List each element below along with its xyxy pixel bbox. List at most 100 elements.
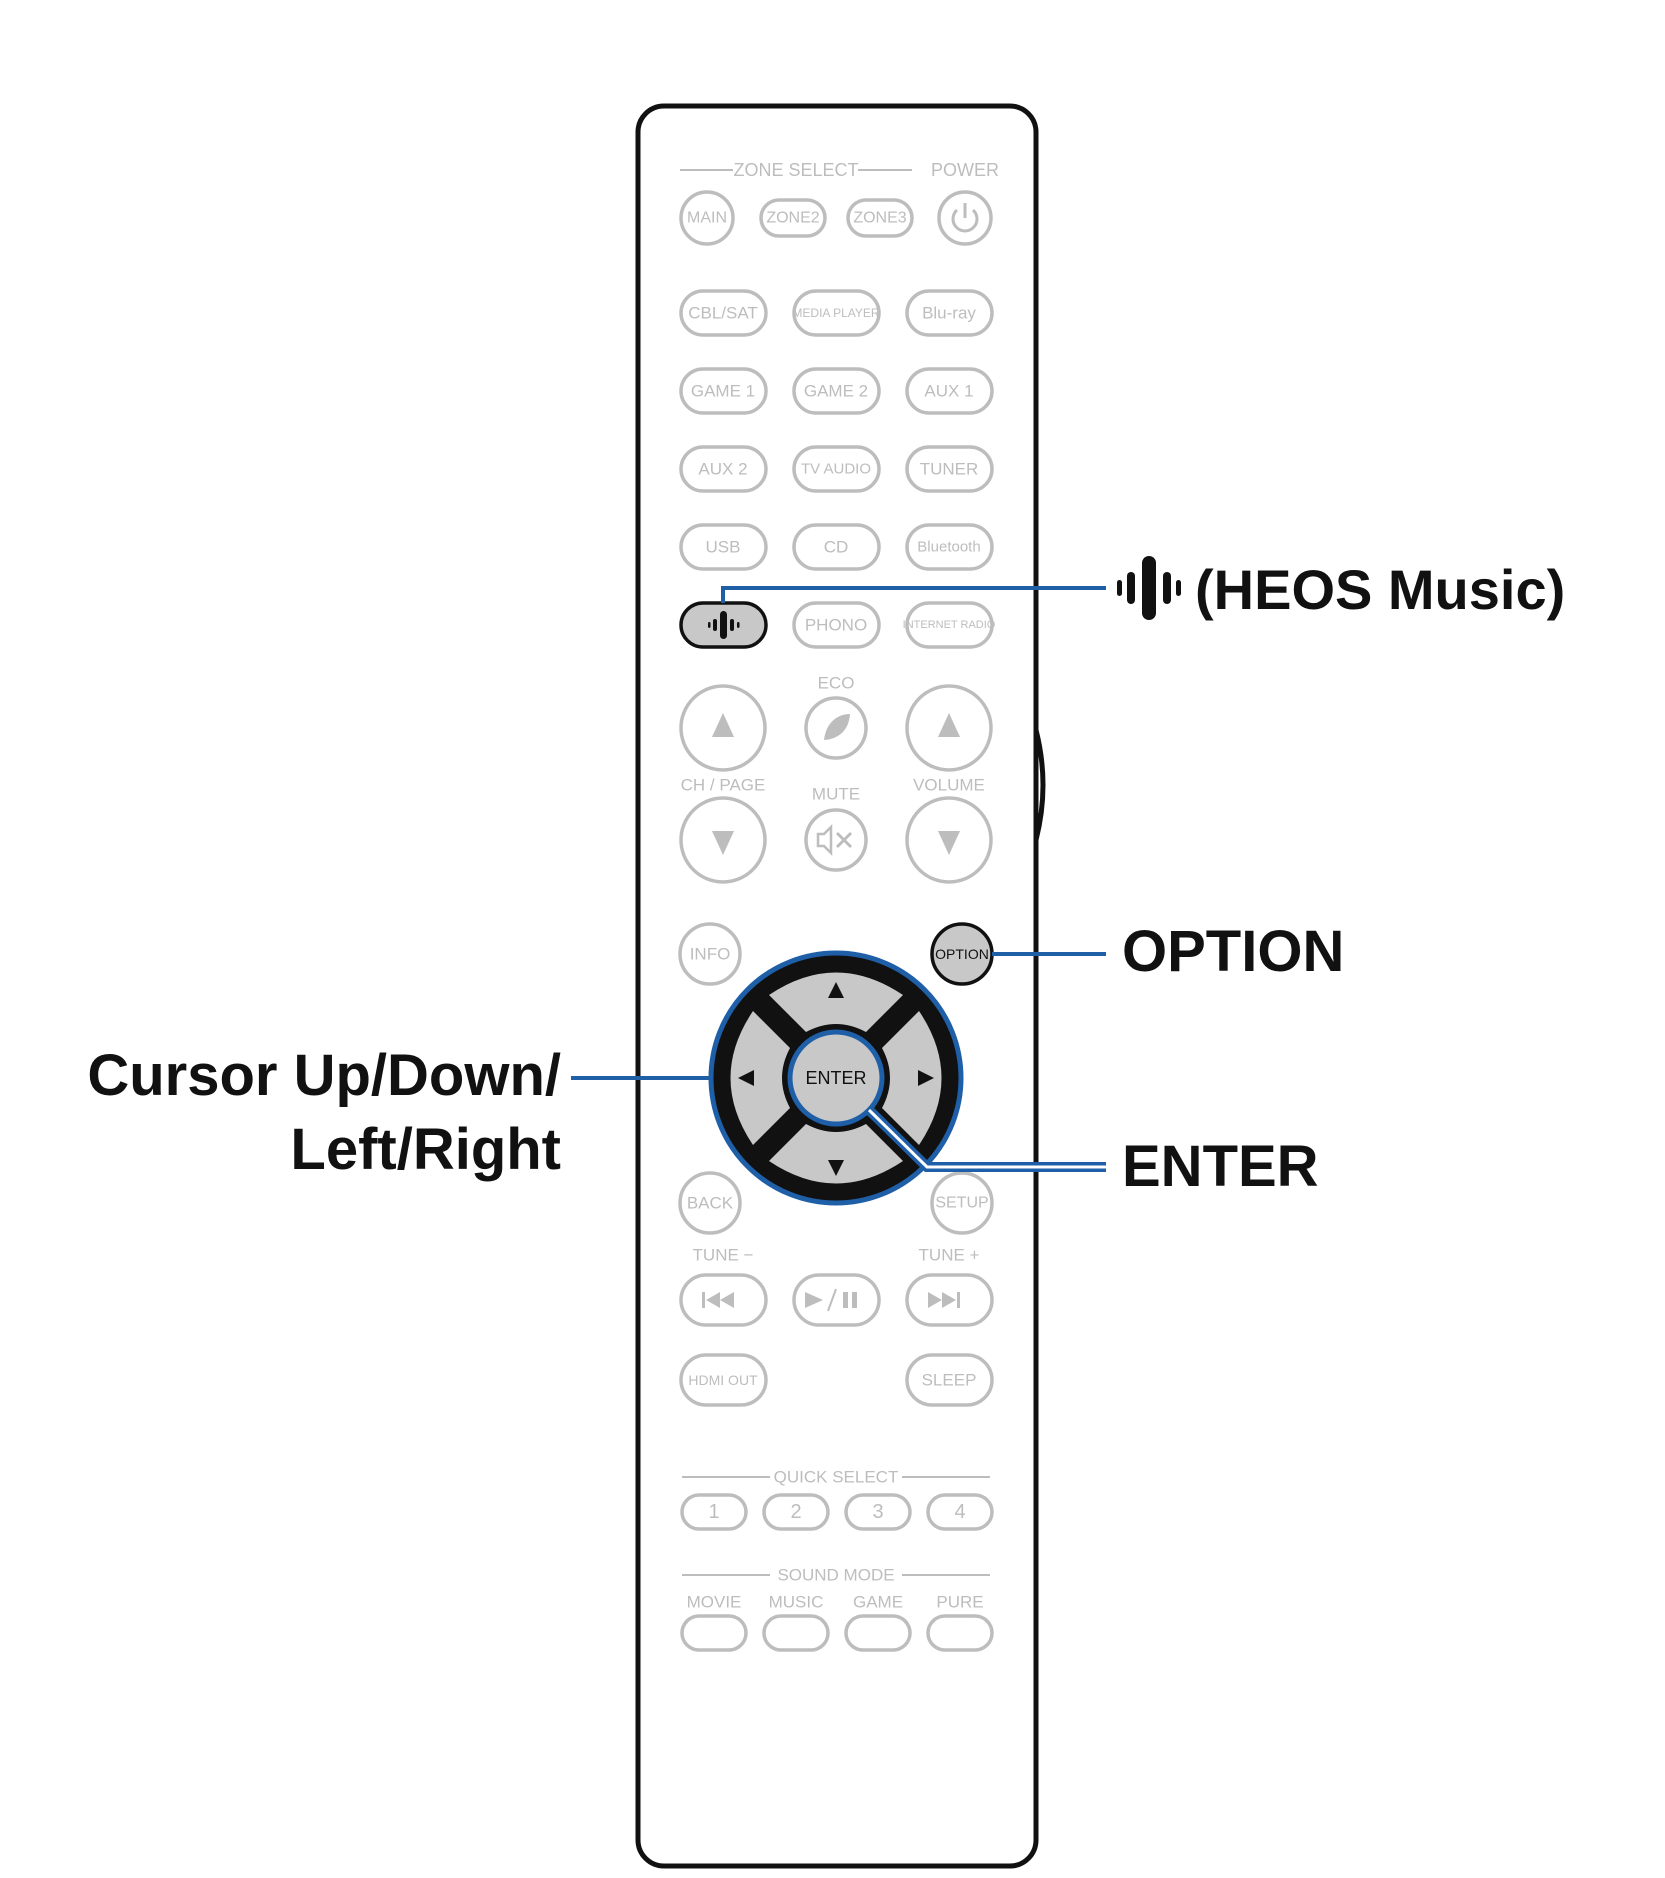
cursor-callout-line2: Left/Right — [290, 1117, 561, 1182]
svg-text:GAME 2: GAME 2 — [804, 382, 868, 401]
ch-page-up-button[interactable] — [679, 684, 767, 772]
next-track-button[interactable] — [905, 1273, 994, 1327]
svg-text:SLEEP: SLEEP — [922, 1371, 977, 1390]
svg-text:HDMI OUT: HDMI OUT — [688, 1372, 758, 1388]
source-button-aux1[interactable]: AUX 1 — [905, 367, 994, 415]
source-button-blu-ray[interactable]: Blu-ray — [905, 289, 994, 337]
mute-label: MUTE — [812, 785, 860, 804]
svg-text:BACK: BACK — [687, 1194, 734, 1213]
source-button-phono[interactable]: PHONO — [792, 601, 881, 649]
leaf-icon — [824, 714, 850, 740]
svg-text:ZONE3: ZONE3 — [853, 210, 906, 227]
setup-button[interactable]: SETUP — [930, 1171, 994, 1235]
volume-label: VOLUME — [913, 776, 985, 795]
volume-down-button[interactable] — [905, 796, 993, 884]
svg-text:AUX 2: AUX 2 — [698, 460, 747, 479]
mute-icon — [816, 823, 853, 857]
svg-text:Blu-ray: Blu-ray — [922, 304, 976, 323]
quick-select-button-3[interactable]: 3 — [844, 1493, 912, 1531]
hdmi-out-button[interactable]: HDMI OUT — [679, 1353, 768, 1407]
cursor-left-button[interactable] — [730, 1011, 791, 1145]
svg-text:ZONE2: ZONE2 — [766, 210, 819, 227]
source-button-game2[interactable]: GAME 2 — [792, 367, 881, 415]
svg-text:Bluetooth: Bluetooth — [917, 539, 980, 556]
mute-button[interactable] — [804, 808, 868, 872]
arrow-down-icon — [828, 1160, 844, 1176]
svg-text:SETUP: SETUP — [935, 1195, 988, 1212]
volume-side-bump — [1033, 729, 1046, 841]
source-button-cd[interactable]: CD — [792, 523, 881, 571]
zone-button-zone3[interactable]: ZONE3 — [846, 198, 914, 238]
heos-music-button[interactable] — [679, 601, 768, 649]
sound-mode-button-music[interactable] — [762, 1614, 830, 1652]
leader-line-heos — [721, 586, 1106, 603]
play-pause-button[interactable] — [792, 1273, 881, 1327]
previous-track-button[interactable] — [679, 1273, 768, 1327]
triangle-up-icon — [712, 713, 734, 737]
sound-mode-button-pure[interactable] — [926, 1614, 994, 1652]
heos-music-callout: (HEOS Music) — [1195, 558, 1565, 621]
sound-mode-label-pure: PURE — [936, 1593, 983, 1612]
option-button[interactable]: OPTION — [930, 922, 994, 986]
source-button-usb[interactable]: USB — [679, 523, 768, 571]
arrow-left-icon — [738, 1070, 754, 1086]
svg-text:MEDIA PLAYER: MEDIA PLAYER — [792, 306, 879, 320]
triangle-up-icon — [938, 713, 960, 737]
ch-page-down-button[interactable] — [679, 796, 767, 884]
sound-mode-label-music: MUSIC — [769, 1593, 824, 1612]
svg-text:ENTER: ENTER — [805, 1068, 866, 1088]
source-button-media-player[interactable]: MEDIA PLAYER — [792, 289, 881, 337]
zone-button-zone2[interactable]: ZONE2 — [759, 198, 827, 238]
sound-mode-button-movie[interactable] — [680, 1614, 748, 1652]
ch-page-label: CH / PAGE — [681, 776, 766, 795]
source-button-tuner[interactable]: TUNER — [905, 445, 994, 493]
quick-select-button-4[interactable]: 4 — [926, 1493, 994, 1531]
svg-text:4: 4 — [954, 1501, 965, 1523]
triangle-down-icon — [712, 831, 734, 855]
power-icon — [951, 203, 979, 233]
svg-text:1: 1 — [708, 1501, 719, 1523]
volume-up-button[interactable] — [905, 684, 993, 772]
enter-button[interactable]: ENTER — [787, 1029, 885, 1127]
source-button-game1[interactable]: GAME 1 — [679, 367, 768, 415]
source-button-aux2[interactable]: AUX 2 — [679, 445, 768, 493]
arrow-right-icon — [918, 1070, 934, 1086]
cursor-up-button[interactable] — [769, 972, 903, 1033]
zone-select-label: ZONE SELECT — [733, 160, 858, 180]
svg-text:GAME 1: GAME 1 — [691, 382, 755, 401]
heos-callout-icon — [1117, 556, 1181, 620]
cursor-right-button[interactable] — [882, 1011, 942, 1145]
power-label: POWER — [931, 160, 999, 180]
svg-text:OPTION: OPTION — [935, 946, 989, 962]
option-callout: OPTION — [1122, 919, 1344, 984]
quick-select-label: QUICK SELECT — [774, 1468, 899, 1487]
svg-text:CBL/SAT: CBL/SAT — [688, 304, 758, 323]
power-button[interactable] — [937, 190, 993, 246]
svg-text:TUNER: TUNER — [920, 460, 979, 479]
eco-label: ECO — [818, 674, 855, 693]
source-button-bluetooth[interactable]: Bluetooth — [905, 523, 994, 571]
tune-plus-label: TUNE + — [919, 1246, 980, 1265]
sound-mode-label-movie: MOVIE — [687, 1593, 742, 1612]
back-button[interactable]: BACK — [678, 1171, 742, 1235]
svg-text:PHONO: PHONO — [805, 616, 867, 635]
leader-line-enter-inner — [867, 1108, 1106, 1169]
arrow-up-icon — [828, 982, 844, 998]
sleep-button[interactable]: SLEEP — [905, 1353, 994, 1407]
svg-text:2: 2 — [790, 1501, 801, 1523]
tune-minus-label: TUNE − — [693, 1246, 754, 1265]
sound-mode-button-game[interactable] — [844, 1614, 912, 1652]
skip-back-icon — [702, 1292, 734, 1308]
skip-forward-icon — [928, 1292, 960, 1308]
svg-text:INTERNET RADIO: INTERNET RADIO — [903, 619, 996, 631]
eco-button[interactable] — [804, 696, 868, 760]
source-button-cbl-sat[interactable]: CBL/SAT — [679, 289, 768, 337]
info-button[interactable]: INFO — [678, 922, 742, 986]
cursor-down-button[interactable] — [769, 1124, 903, 1184]
quick-select-button-1[interactable]: 1 — [680, 1493, 748, 1531]
quick-select-button-2[interactable]: 2 — [762, 1493, 830, 1531]
source-button-internet-radio[interactable]: INTERNET RADIO — [903, 601, 996, 649]
source-button-tv-audio[interactable]: TV AUDIO — [792, 445, 881, 493]
zone-button-main[interactable]: MAIN — [679, 190, 735, 246]
